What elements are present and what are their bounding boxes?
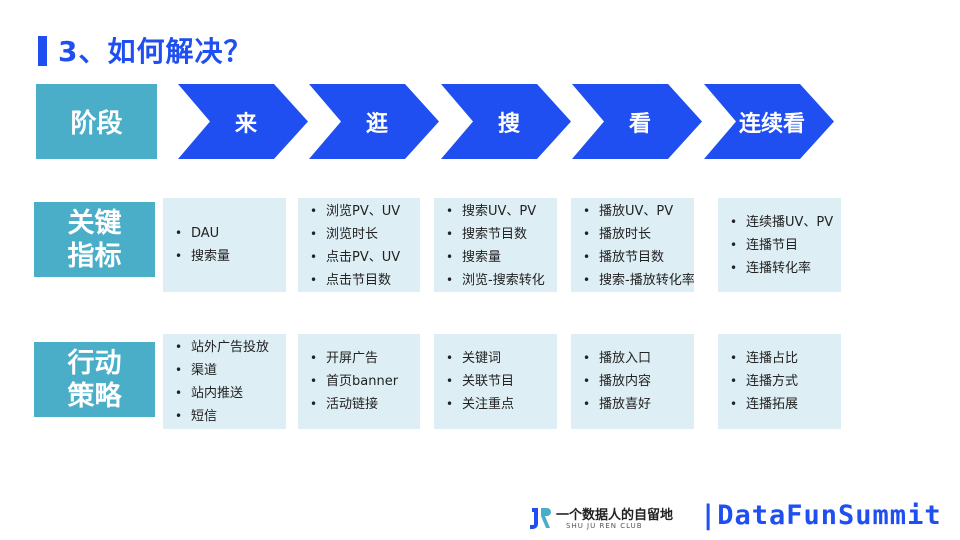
list-item: 连播方式	[728, 370, 833, 393]
list-item: 关联节目	[444, 370, 549, 393]
metrics-card-4: 连续播UV、PV连播节目连播转化率	[718, 198, 841, 292]
metrics-card-1: 浏览PV、UV浏览时长点击PV、UV点击节目数	[298, 198, 420, 292]
stage-chevron-3: 看	[572, 84, 702, 159]
list-item: 站外广告投放	[173, 336, 278, 359]
strategy-card-3: 播放入口播放内容播放喜好	[571, 334, 694, 429]
chevron-arrow-icon	[309, 84, 439, 159]
chevron-arrow-icon	[572, 84, 702, 159]
club-logo-icon	[530, 508, 551, 529]
stage-chevron-2: 搜	[441, 84, 571, 159]
strategy-card-4: 连播占比连播方式连播拓展	[718, 334, 841, 429]
row-label-strategy: 行动策略	[34, 342, 155, 417]
stage-label-text: 看	[628, 111, 651, 137]
stage-chevron-0: 来	[178, 84, 308, 159]
list-item: 站内推送	[173, 382, 278, 405]
stage-row-label: 阶段	[36, 84, 157, 159]
list-item: 连播拓展	[728, 393, 833, 416]
list-item: 连播转化率	[728, 257, 833, 280]
list-item: 浏览时长	[308, 223, 412, 246]
list-item: 连播占比	[728, 347, 833, 370]
strategy-card-0: 站外广告投放渠道站内推送短信	[163, 334, 286, 429]
list-item: 搜索UV、PV	[444, 200, 549, 223]
chevron-arrow-icon	[441, 84, 571, 159]
list-item: 关键词	[444, 347, 549, 370]
list-item: 搜索量	[444, 246, 549, 269]
footer-club-name: 一个数据人的自留地	[556, 508, 674, 523]
strategy-card-1: 开屏广告首页banner活动链接	[298, 334, 420, 429]
row-label-metrics: 关键指标	[34, 202, 155, 277]
list-item: 播放入口	[581, 347, 686, 370]
list-item: 首页banner	[308, 370, 412, 393]
list-item: 点击PV、UV	[308, 246, 412, 269]
stage-label-text: 逛	[365, 111, 388, 137]
list-item: 播放喜好	[581, 393, 686, 416]
page-title: 3、如何解决？	[58, 35, 253, 68]
stage-label-text: 连续看	[738, 111, 805, 137]
stage-label-text: 来	[234, 111, 257, 137]
list-item: 活动链接	[308, 393, 412, 416]
stage-chevron-4: 连续看	[704, 84, 834, 159]
list-item: 播放UV、PV	[581, 200, 686, 223]
chevron-arrow-icon	[704, 84, 834, 159]
list-item: 浏览PV、UV	[308, 200, 412, 223]
list-item: 连续播UV、PV	[728, 211, 833, 234]
title-accent-bar	[38, 36, 47, 66]
stage-label-text: 搜	[497, 111, 520, 137]
list-item: 点击节目数	[308, 269, 412, 292]
list-item: 播放节目数	[581, 246, 686, 269]
footer-brand: |DataFunSummit	[700, 500, 942, 531]
strategy-card-2: 关键词关联节目关注重点	[434, 334, 557, 429]
footer-club-subtitle: SHU JU REN CLUB	[566, 522, 643, 530]
list-item: 关注重点	[444, 393, 549, 416]
list-item: 播放时长	[581, 223, 686, 246]
list-item: DAU	[173, 222, 278, 245]
list-item: 浏览-搜索转化	[444, 269, 549, 292]
list-item: 播放内容	[581, 370, 686, 393]
list-item: 搜索量	[173, 245, 278, 268]
metrics-card-2: 搜索UV、PV搜索节目数搜索量浏览-搜索转化	[434, 198, 557, 292]
list-item: 开屏广告	[308, 347, 412, 370]
metrics-card-3: 播放UV、PV播放时长播放节目数搜索-播放转化率	[571, 198, 695, 292]
metrics-card-0: DAU搜索量	[163, 198, 286, 292]
chevron-arrow-icon	[178, 84, 308, 159]
list-item: 渠道	[173, 359, 278, 382]
list-item: 搜索节目数	[444, 223, 549, 246]
list-item: 搜索-播放转化率	[581, 269, 695, 292]
list-item: 短信	[173, 405, 278, 428]
list-item: 连播节目	[728, 234, 833, 257]
stage-chevron-1: 逛	[309, 84, 439, 159]
